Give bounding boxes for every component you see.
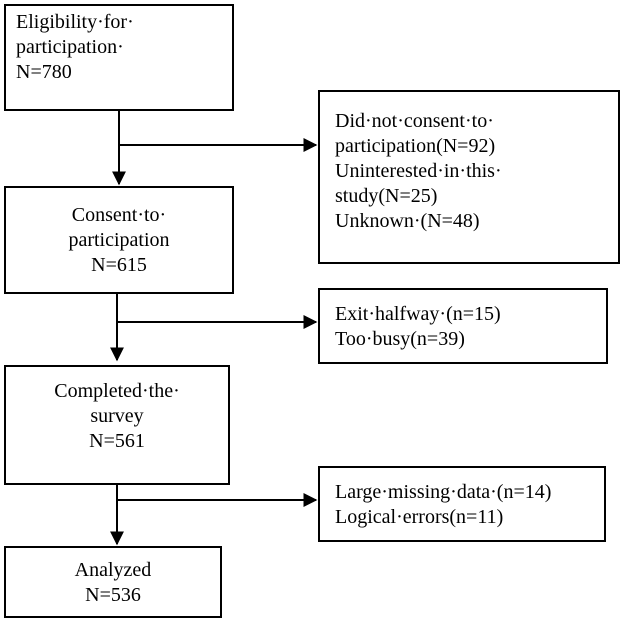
eligibility-line-3: N=780 [16,61,72,83]
completed-line-2: survey [90,405,144,427]
excluded-consent-line-2: participation(N=92) [335,135,496,157]
consent-line-1: Consent·to· [71,204,167,226]
consent-box: Consent·to· participation N=615 [4,186,234,294]
excluded-halfway-box: Exit·halfway·(n=15) Too·busy(n=39) [318,288,608,364]
analyzed-line-1: Analyzed [74,559,152,581]
excluded-missing-line-2: Logical·errors(n=11) [335,506,504,528]
excluded-halfway-line-2: Too·busy(n=39) [335,328,465,350]
completed-box: Completed·the· survey N=561 [4,365,230,485]
completed-line-1: Completed·the· [54,380,180,402]
completed-line-3: N=561 [89,430,145,452]
excluded-consent-line-1: Did·not·consent·to· [335,110,494,132]
eligibility-line-1: Eligibility·for· [16,11,134,33]
analyzed-line-2: N=536 [85,584,141,606]
analyzed-box: Analyzed N=536 [4,546,222,618]
excluded-consent-line-4: study(N=25) [335,185,438,207]
excluded-consent-line-3: Uninterested·in·this· [335,160,502,182]
excluded-missing-box: Large·missing·data·(n=14) Logical·errors… [318,466,606,542]
excluded-consent-line-5: Unknown·(N=48) [335,210,480,232]
eligibility-line-2: participation· [16,36,124,58]
eligibility-box: Eligibility·for· participation· N=780 [4,4,234,111]
excluded-missing-line-1: Large·missing·data·(n=14) [335,481,552,503]
consent-line-3: N=615 [91,254,147,276]
excluded-consent-box: Did·not·consent·to· participation(N=92) … [318,90,620,264]
excluded-halfway-line-1: Exit·halfway·(n=15) [335,303,501,325]
consent-line-2: participation [68,229,170,251]
